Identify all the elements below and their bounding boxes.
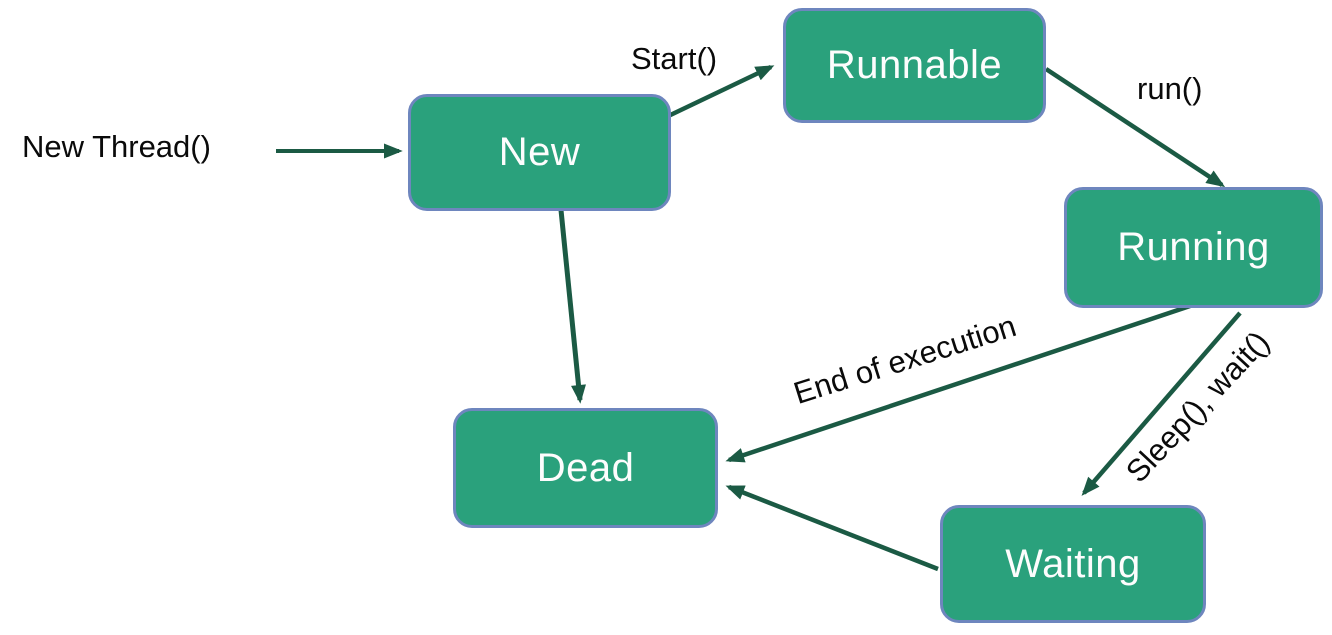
state-node-running: Running — [1064, 187, 1323, 308]
transition-label-new-thread: New Thread() — [22, 129, 211, 164]
arrow-running-to-dead — [725, 302, 1194, 463]
state-label-new: New — [498, 130, 581, 174]
state-label-dead: Dead — [536, 445, 635, 490]
state-node-runnable: Runnable — [783, 8, 1046, 123]
state-label-running: Running — [1117, 225, 1270, 269]
transition-label-run: run() — [1137, 71, 1203, 106]
state-node-new: New — [408, 94, 671, 211]
state-node-waiting: Waiting — [940, 505, 1206, 623]
arrow-running-to-waiting — [1081, 311, 1242, 496]
state-label-waiting: Waiting — [1005, 541, 1141, 586]
state-node-dead: Dead — [453, 408, 718, 528]
arrow-waiting-to-dead — [725, 484, 939, 572]
arrow-runnable-to-running — [1044, 67, 1226, 188]
state-label-runnable: Runnable — [826, 43, 1003, 87]
transition-label-start: Start() — [631, 41, 718, 76]
arrow-new-to-runnable — [661, 64, 775, 122]
arrow-new-to-dead — [558, 209, 586, 404]
